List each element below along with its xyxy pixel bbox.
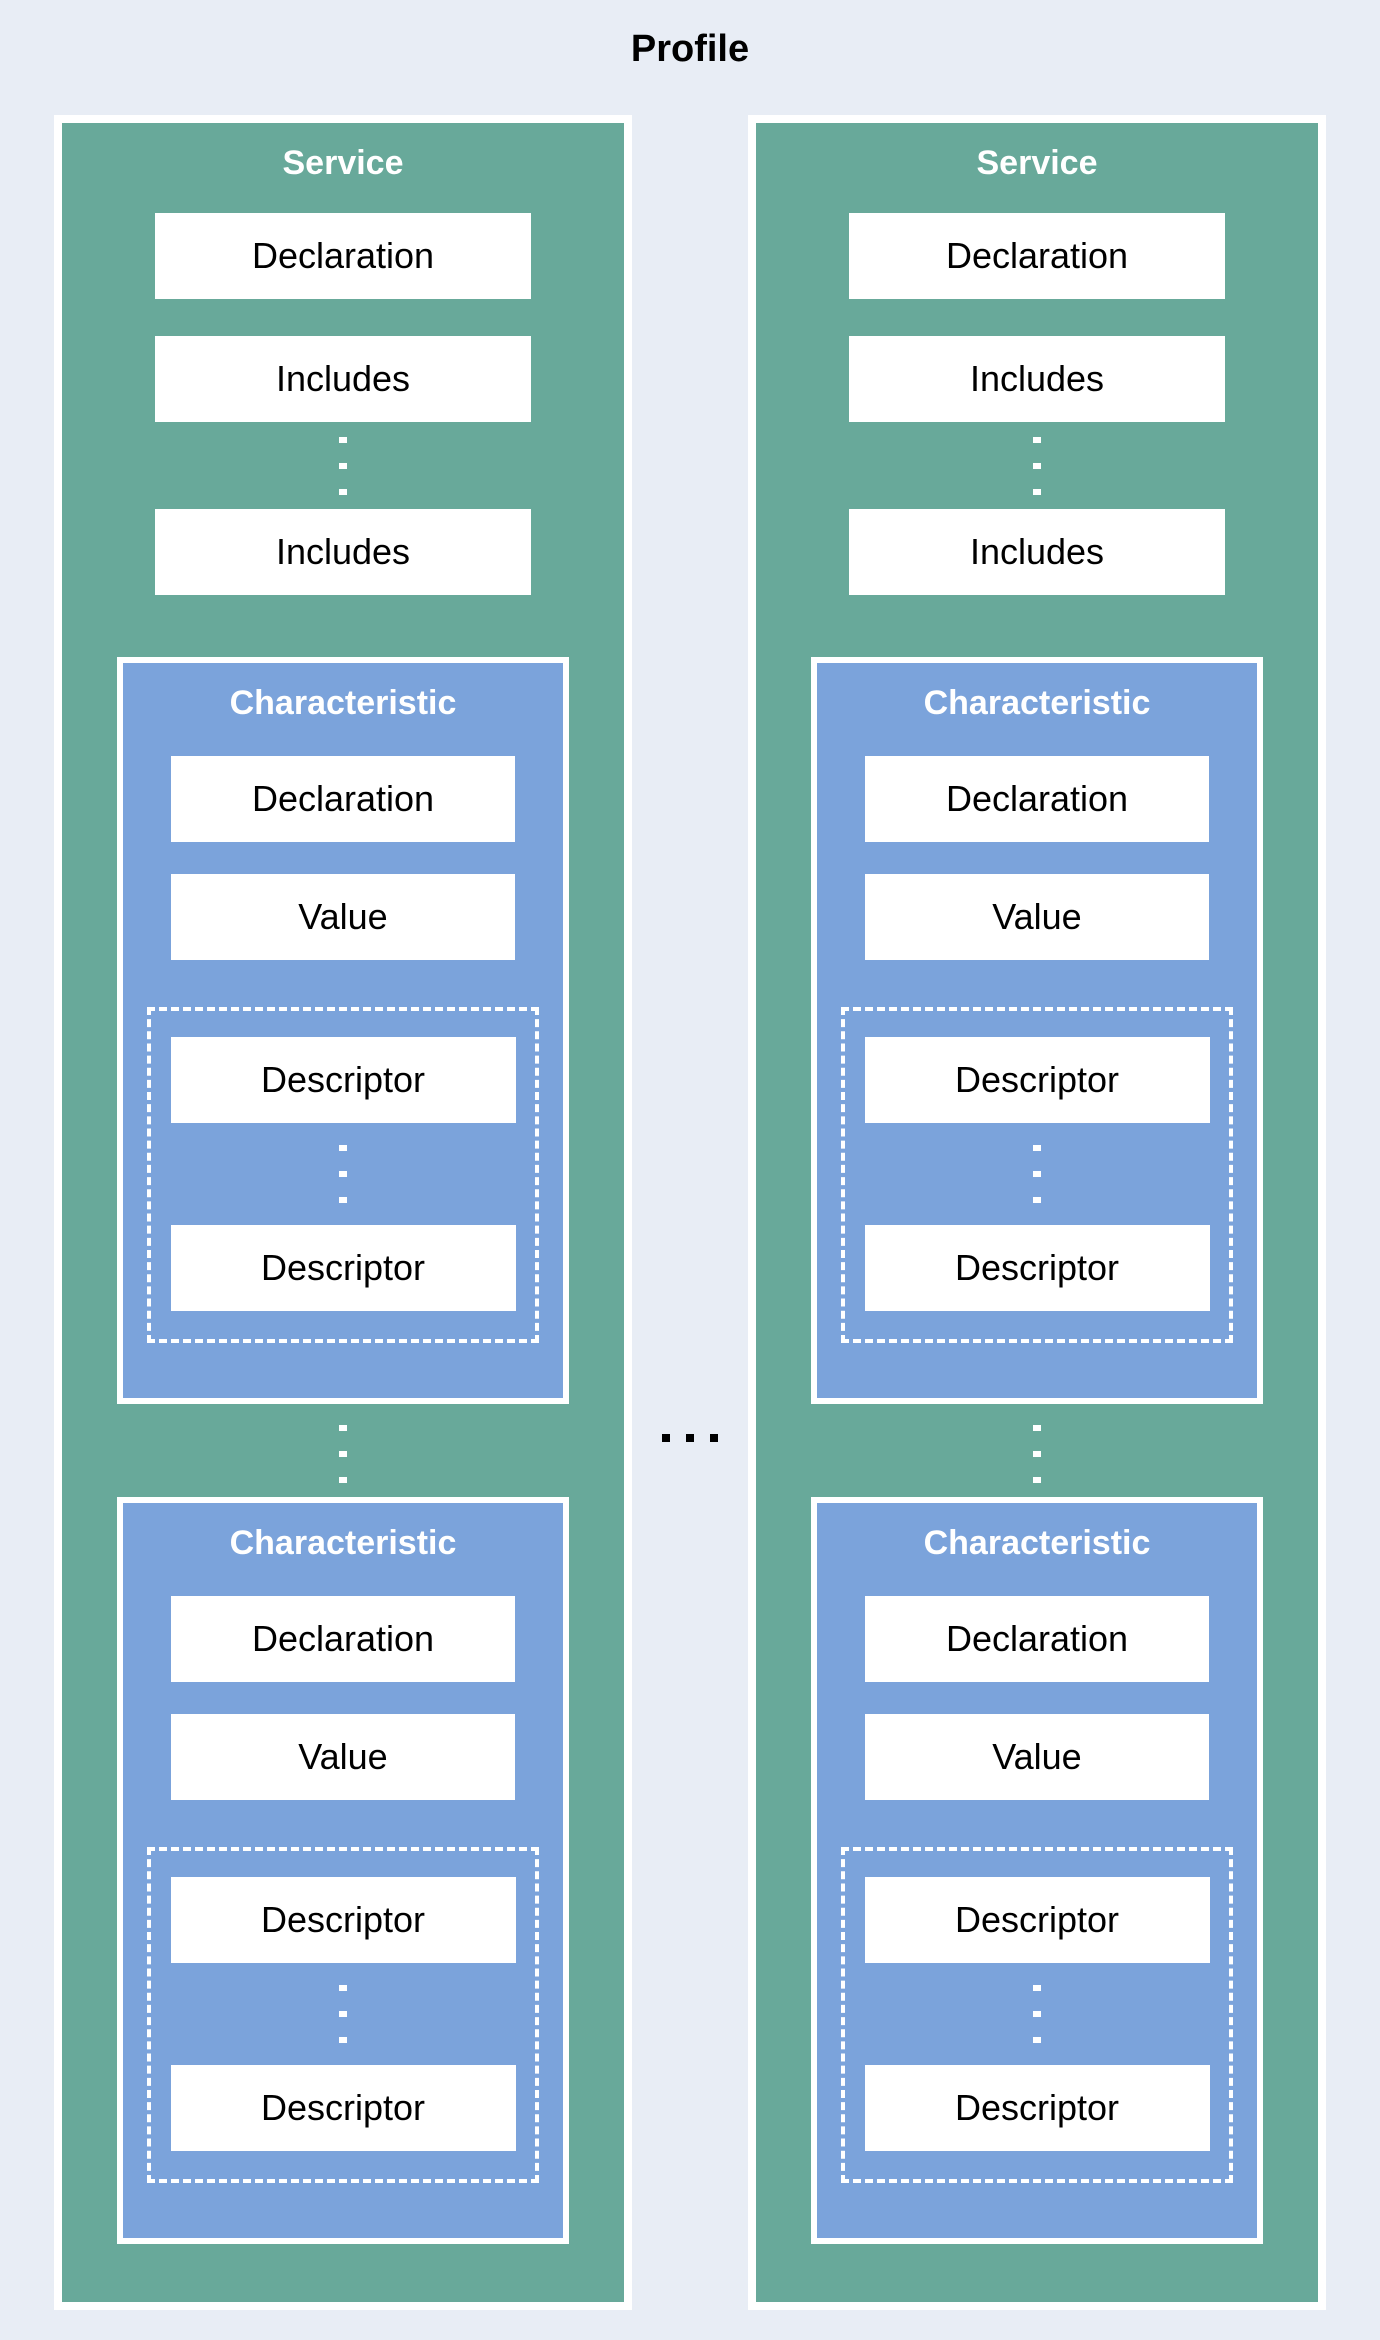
characteristic-title: Characteristic bbox=[229, 1524, 457, 1562]
characteristic-value-box: Value bbox=[865, 874, 1209, 960]
characteristic-title: Characteristic bbox=[923, 1524, 1151, 1562]
includes-box: Includes bbox=[849, 336, 1225, 422]
service-declaration-box: Declaration bbox=[849, 213, 1225, 299]
descriptor-box: Descriptor bbox=[170, 2065, 516, 2151]
service-declaration-box: Declaration bbox=[155, 213, 531, 299]
services-ellipsis-icon bbox=[662, 1434, 718, 1442]
characteristic-box: Characteristic Declaration Value Descrip… bbox=[811, 657, 1263, 1404]
characteristic-box: Characteristic Declaration Value Descrip… bbox=[811, 1497, 1263, 2244]
characteristic-value-box: Value bbox=[865, 1714, 1209, 1800]
descriptor-box: Descriptor bbox=[170, 1037, 516, 1123]
page-title: Profile bbox=[630, 28, 750, 70]
vertical-ellipsis-icon bbox=[339, 1145, 347, 1203]
service-box: Service Declaration Includes Includes Ch… bbox=[748, 115, 1326, 2310]
descriptor-group: Descriptor Descriptor bbox=[147, 1007, 539, 1343]
service-title: Service bbox=[976, 144, 1098, 182]
descriptor-box: Descriptor bbox=[170, 1877, 516, 1963]
service-body: Service Declaration Includes Includes Ch… bbox=[62, 123, 624, 2302]
descriptor-box: Descriptor bbox=[864, 2065, 1210, 2151]
characteristic-box: Characteristic Declaration Value Descrip… bbox=[117, 1497, 569, 2244]
descriptor-box: Descriptor bbox=[864, 1877, 1210, 1963]
vertical-ellipsis-icon bbox=[339, 437, 347, 495]
vertical-ellipsis-icon bbox=[1033, 1145, 1041, 1203]
includes-box: Includes bbox=[155, 336, 531, 422]
vertical-ellipsis-icon bbox=[339, 1425, 347, 1483]
characteristic-value-box: Value bbox=[171, 874, 515, 960]
descriptor-group: Descriptor Descriptor bbox=[841, 1847, 1233, 2183]
vertical-ellipsis-icon bbox=[1033, 1985, 1041, 2043]
includes-box: Includes bbox=[849, 509, 1225, 595]
service-body: Service Declaration Includes Includes Ch… bbox=[756, 123, 1318, 2302]
includes-box: Includes bbox=[155, 509, 531, 595]
characteristic-declaration-box: Declaration bbox=[171, 756, 515, 842]
characteristic-declaration-box: Declaration bbox=[865, 1596, 1209, 1682]
descriptor-box: Descriptor bbox=[170, 1225, 516, 1311]
characteristic-box: Characteristic Declaration Value Descrip… bbox=[117, 657, 569, 1404]
descriptor-box: Descriptor bbox=[864, 1225, 1210, 1311]
characteristic-title: Characteristic bbox=[923, 684, 1151, 722]
vertical-ellipsis-icon bbox=[339, 1985, 347, 2043]
characteristic-title: Characteristic bbox=[229, 684, 457, 722]
services-row: Service Declaration Includes Includes Ch… bbox=[54, 115, 1326, 2310]
characteristic-value-box: Value bbox=[171, 1714, 515, 1800]
service-box: Service Declaration Includes Includes Ch… bbox=[54, 115, 632, 2310]
descriptor-group: Descriptor Descriptor bbox=[147, 1847, 539, 2183]
descriptor-group: Descriptor Descriptor bbox=[841, 1007, 1233, 1343]
characteristic-declaration-box: Declaration bbox=[171, 1596, 515, 1682]
characteristic-declaration-box: Declaration bbox=[865, 756, 1209, 842]
vertical-ellipsis-icon bbox=[1033, 1425, 1041, 1483]
service-title: Service bbox=[282, 144, 404, 182]
vertical-ellipsis-icon bbox=[1033, 437, 1041, 495]
descriptor-box: Descriptor bbox=[864, 1037, 1210, 1123]
